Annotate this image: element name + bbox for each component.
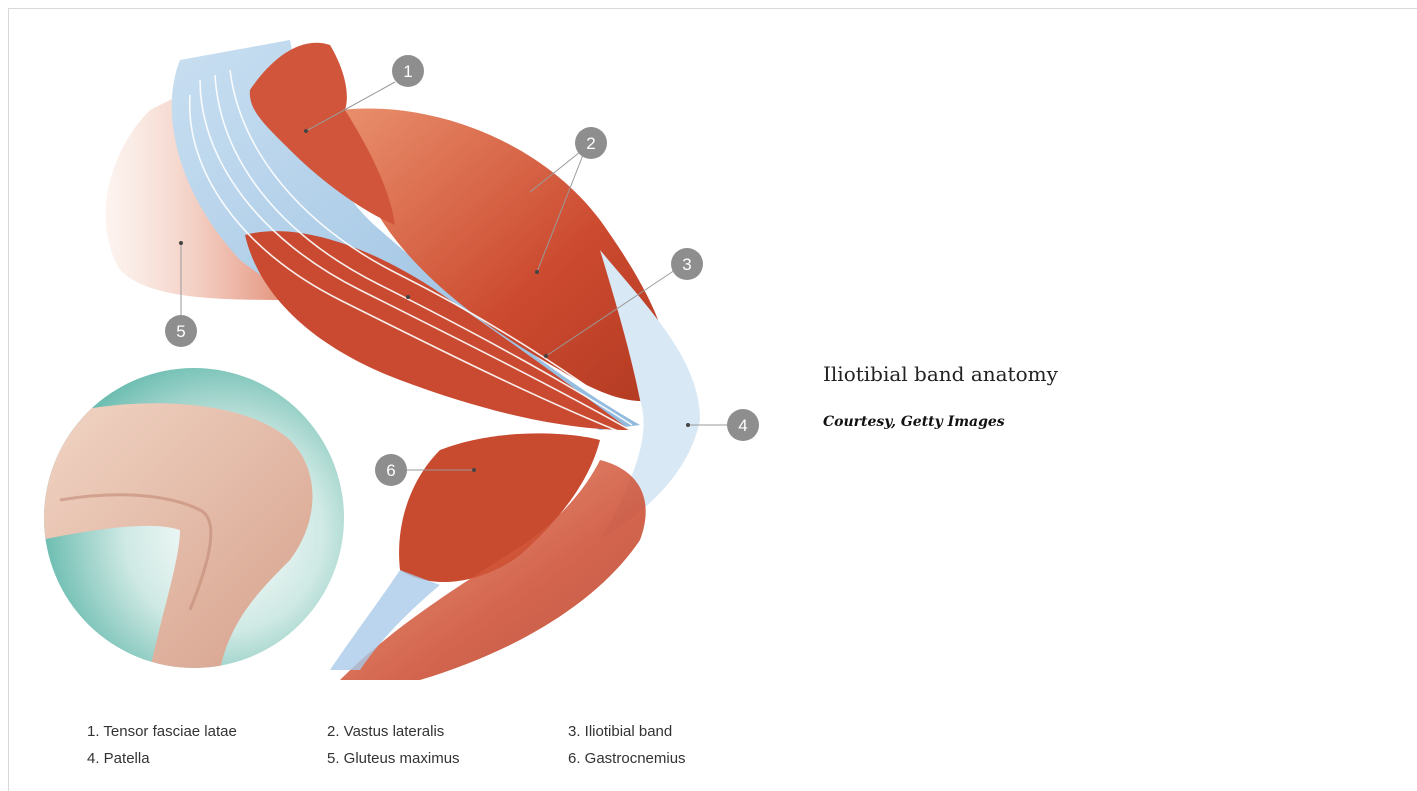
- marker-5: 5: [165, 315, 197, 347]
- svg-text:3: 3: [682, 255, 691, 274]
- marker-4: 4: [727, 409, 759, 441]
- legend-item-4: 4. Patella: [87, 750, 150, 767]
- marker-6: 6: [375, 454, 407, 486]
- svg-text:4: 4: [738, 416, 747, 435]
- svg-text:6: 6: [386, 461, 395, 480]
- legend-item-6: 6. Gastrocnemius: [568, 750, 686, 767]
- svg-text:5: 5: [176, 322, 185, 341]
- legend-item-5: 5. Gluteus maximus: [327, 750, 460, 767]
- marker-2: 2: [575, 127, 607, 159]
- inset-knee-circle: [40, 368, 344, 670]
- figure-title: Iliotibial band anatomy: [823, 362, 1383, 386]
- marker-1: 1: [392, 55, 424, 87]
- figure-caption: Iliotibial band anatomy Courtesy, Getty …: [823, 362, 1383, 430]
- marker-3: 3: [671, 248, 703, 280]
- legend-item-2: 2. Vastus lateralis: [327, 723, 444, 740]
- svg-text:2: 2: [586, 134, 595, 153]
- svg-text:1: 1: [403, 62, 412, 81]
- legend-item-1: 1. Tensor fasciae latae: [87, 723, 237, 740]
- legend-item-3: 3. Iliotibial band: [568, 723, 672, 740]
- figure-credit: Courtesy, Getty Images: [823, 414, 1383, 430]
